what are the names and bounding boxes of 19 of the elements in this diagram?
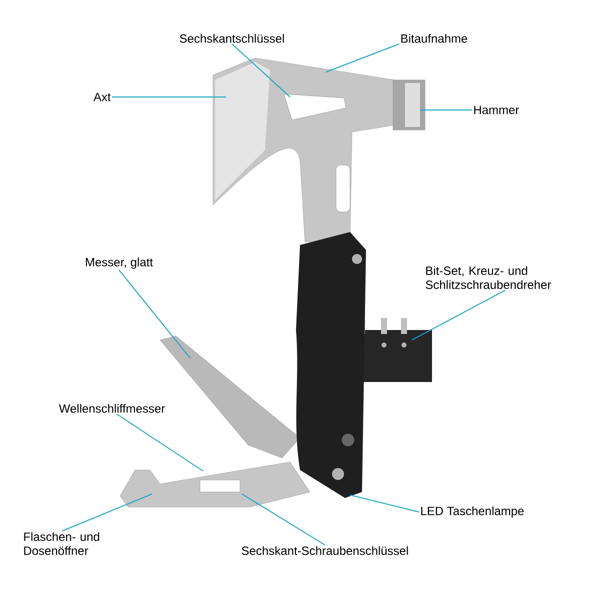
part-label: Sechskantschlüssel [180,34,284,43]
part-label: Bit-Set, Kreuz- und Schlitzschraubendreher [426,266,552,289]
part-label: Bitaufnahme [401,34,468,43]
leader-line [242,494,326,546]
leader-line [412,290,506,340]
leader-line [350,494,420,512]
leader-line [112,96,226,98]
part-label: Axt [93,92,111,102]
leader-line [62,494,152,532]
leader-line [118,270,190,358]
part-label: Flaschen- und Dosenöffner [24,532,100,555]
leader-line [326,44,400,72]
leader-line [116,414,204,472]
part-label: Sechskant-Schraubenschlüssel [242,546,408,555]
part-label: LED Taschenlampe [421,506,524,518]
part-label: Messer, glatt [86,258,153,269]
part-label: Wellenschliffmesser [58,404,165,413]
part-label: Hammer [474,106,519,114]
leader-line [232,44,290,98]
